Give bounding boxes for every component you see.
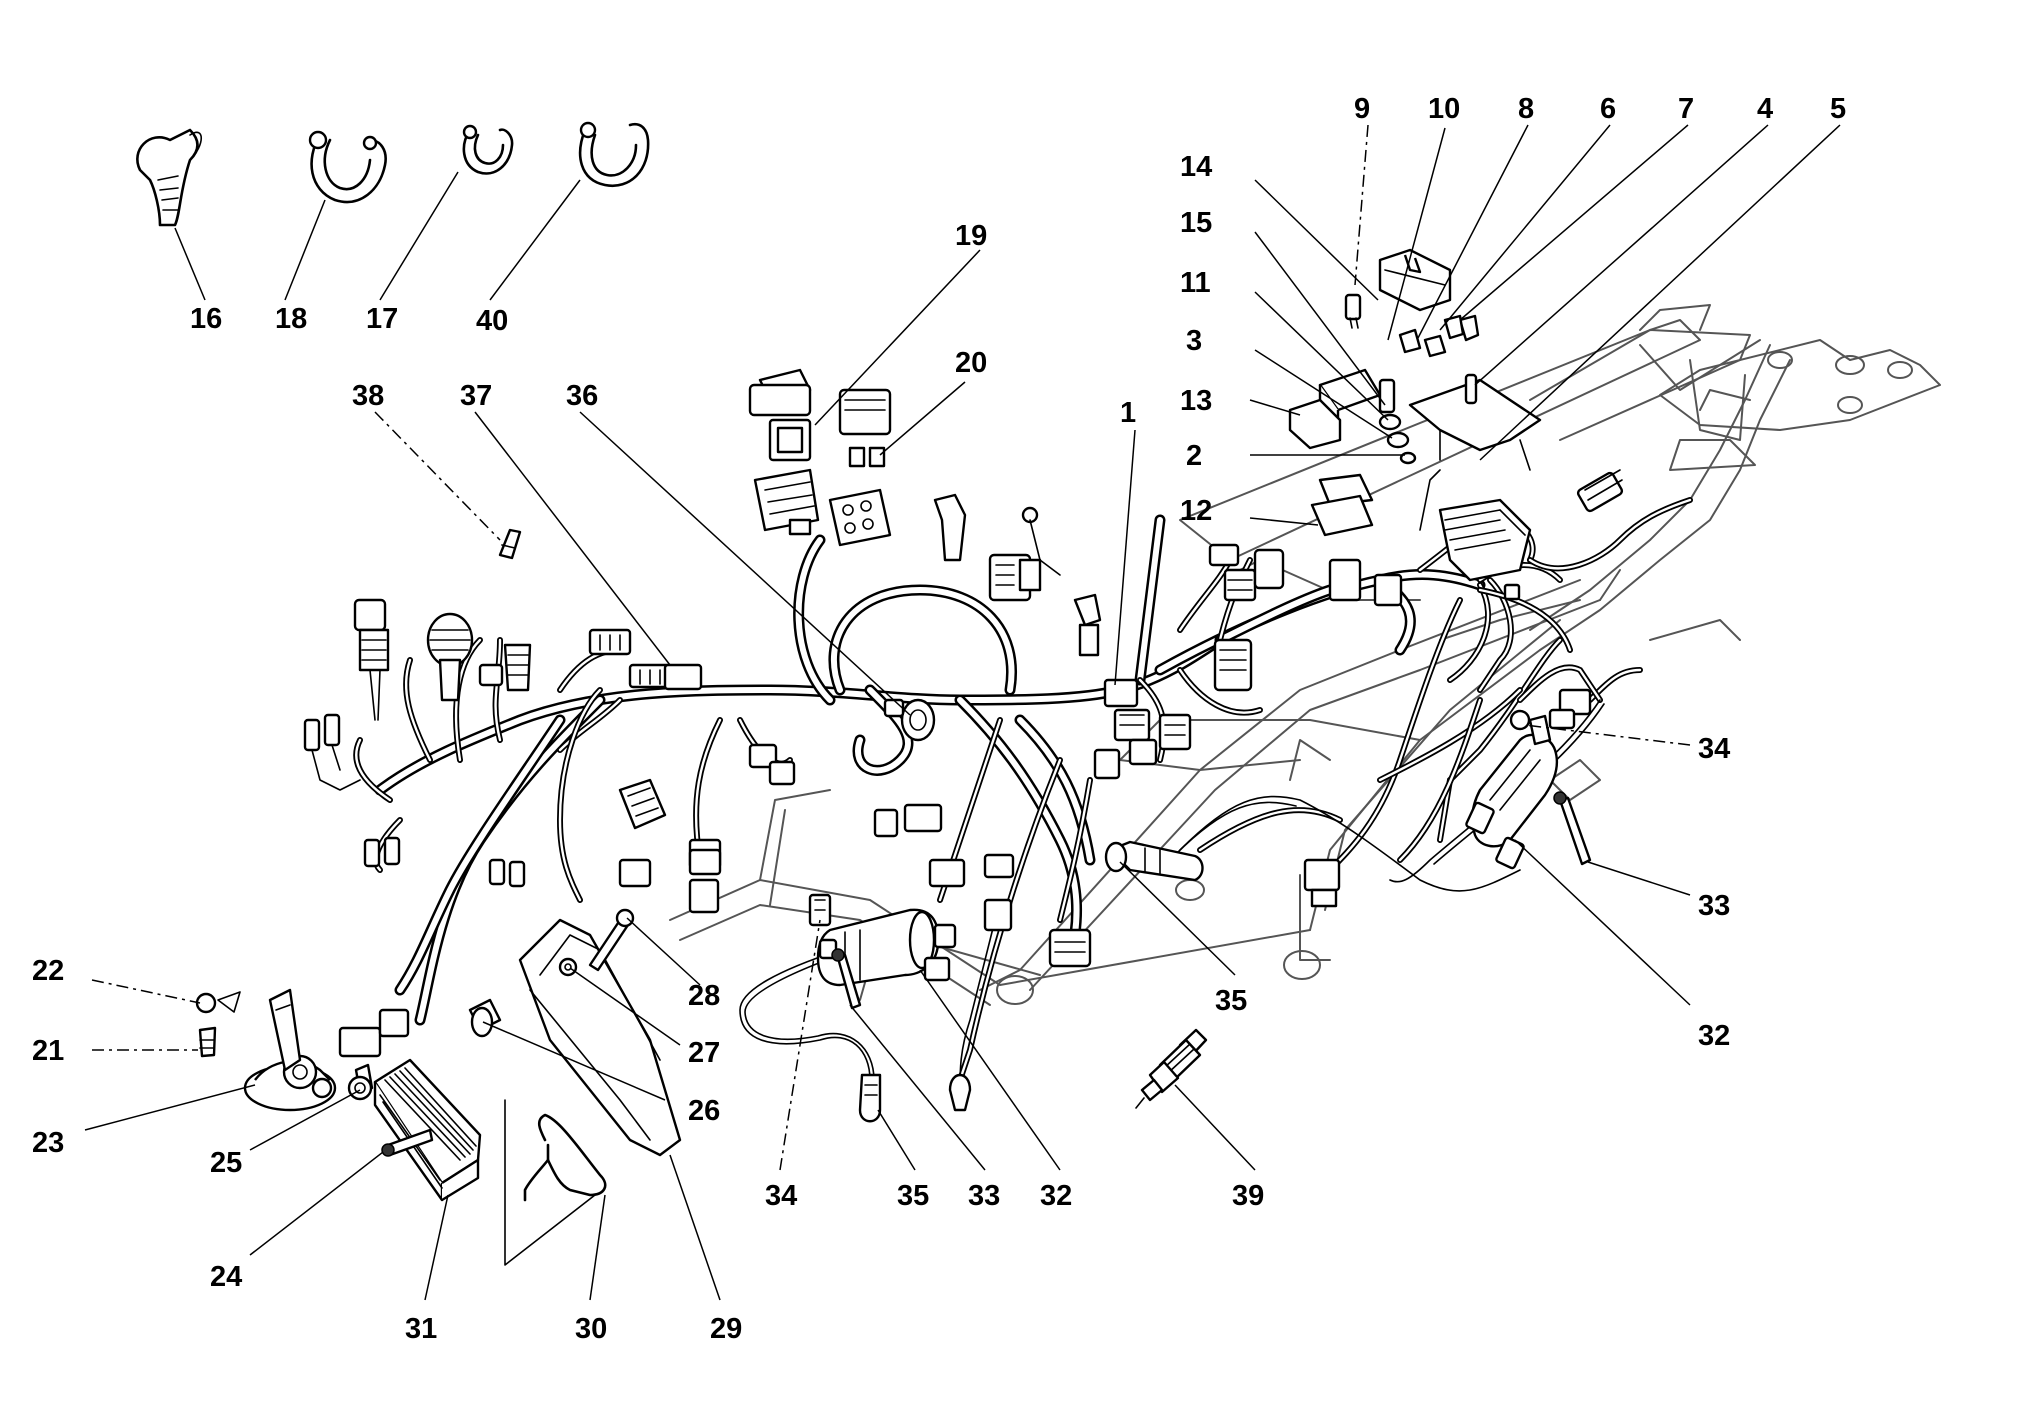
callout-36: 36 [566, 380, 598, 412]
callout-15: 15 [1180, 207, 1212, 239]
callout-6: 6 [1600, 93, 1616, 125]
spark-plug-cap-35-center [858, 1073, 882, 1123]
callout-35-center: 35 [897, 1180, 929, 1212]
callout-26: 26 [688, 1095, 720, 1127]
cable-clip-18 [308, 130, 387, 204]
spring-clip-30 [523, 1113, 607, 1202]
callout-12: 12 [1180, 495, 1212, 527]
callout-27: 27 [688, 1037, 720, 1069]
callout-24: 24 [210, 1261, 242, 1293]
fuse-box-assembly [1288, 248, 1542, 601]
horn-assembly [195, 988, 337, 1112]
callout-35-right: 35 [1215, 985, 1247, 1017]
cable-clip-17 [462, 124, 514, 175]
callout-34-center: 34 [765, 1180, 797, 1212]
callout-38: 38 [352, 380, 384, 412]
ecu-31 [338, 1008, 482, 1202]
callout-11: 11 [1180, 267, 1211, 299]
spark-plug-cap-35-right [1104, 840, 1204, 882]
callout-31: 31 [405, 1313, 437, 1345]
ecu-bracket-29 [468, 918, 682, 1157]
central-connectors [688, 469, 1624, 1112]
callout-9: 9 [1354, 93, 1370, 125]
relay-20 [828, 388, 892, 547]
callout-32-center: 32 [1040, 1180, 1072, 1212]
callout-21: 21 [32, 1035, 64, 1067]
callout-18: 18 [275, 303, 307, 335]
callout-33-right: 33 [1698, 890, 1730, 922]
callout-5: 5 [1830, 93, 1846, 125]
relay-19 [748, 368, 820, 536]
callout-8: 8 [1518, 93, 1534, 125]
callout-39: 39 [1232, 1180, 1264, 1212]
callout-22: 22 [32, 955, 64, 987]
callout-28: 28 [688, 980, 720, 1012]
washer-27 [558, 957, 578, 977]
callout-7: 7 [1678, 93, 1694, 125]
callout-20: 20 [955, 347, 987, 379]
callout-10: 10 [1428, 93, 1460, 125]
callout-29: 29 [710, 1313, 742, 1345]
callout-3: 3 [1186, 325, 1202, 357]
callout-16: 16 [190, 303, 222, 335]
callout-25: 25 [210, 1147, 242, 1179]
cable-tie-16 [136, 128, 203, 227]
callout-13: 13 [1180, 385, 1212, 417]
cable-clip-40 [578, 121, 650, 188]
callout-23: 23 [32, 1127, 64, 1159]
callout-40: 40 [476, 305, 508, 337]
callout-17: 17 [366, 303, 398, 335]
screw-33-center [831, 948, 862, 1010]
callout-33-center: 33 [968, 1180, 1000, 1212]
callout-37: 37 [460, 380, 492, 412]
callout-labels: 9 10 8 6 7 4 5 14 15 11 3 13 2 12 1 19 2… [32, 93, 1846, 1345]
callout-19: 19 [955, 220, 987, 252]
fuse-holder-38 [498, 528, 522, 560]
main-wiring-harness [374, 514, 1486, 1026]
callout-34-right: 34 [1698, 733, 1730, 765]
callout-4: 4 [1757, 93, 1773, 125]
callout-14: 14 [1180, 151, 1212, 183]
callout-30: 30 [575, 1313, 607, 1345]
leader-lines [84, 124, 1841, 1301]
callout-32-right: 32 [1698, 1020, 1730, 1052]
callout-2: 2 [1186, 440, 1202, 472]
callout-1: 1 [1120, 397, 1136, 429]
ignition-coil-32-right [1465, 709, 1592, 870]
spark-plug-39 [1135, 1028, 1208, 1109]
screw-28 [588, 908, 635, 972]
